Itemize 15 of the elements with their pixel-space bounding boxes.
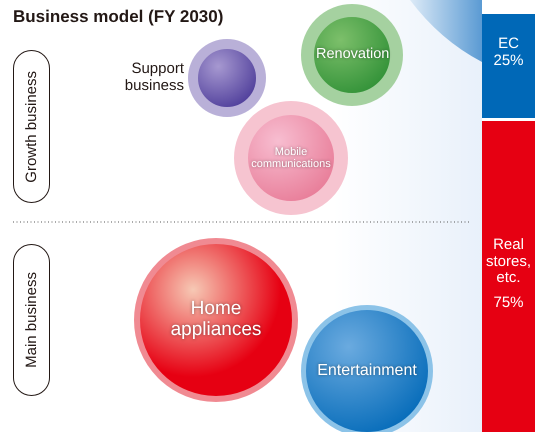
bubble-label: Support business (124, 60, 184, 94)
share-label: Real stores, etc. (484, 237, 532, 286)
bubble-label: Mobile communications (250, 146, 332, 170)
pill-label: Growth business (23, 70, 40, 182)
category-pill (13, 244, 50, 396)
category-pill (13, 50, 50, 203)
share-label: EC 25% (492, 36, 525, 69)
bubble-label: Renovation (316, 47, 388, 63)
diagram-title: Business model (FY 2030) (13, 7, 224, 27)
share-bar-segment (482, 14, 535, 118)
share-label: 75% (493, 294, 524, 311)
bubble-label: Entertainment (317, 362, 417, 380)
share-bar-segment (482, 121, 535, 432)
bubble-label: Home appliances (170, 299, 262, 341)
pill-label: Main business (23, 272, 40, 368)
